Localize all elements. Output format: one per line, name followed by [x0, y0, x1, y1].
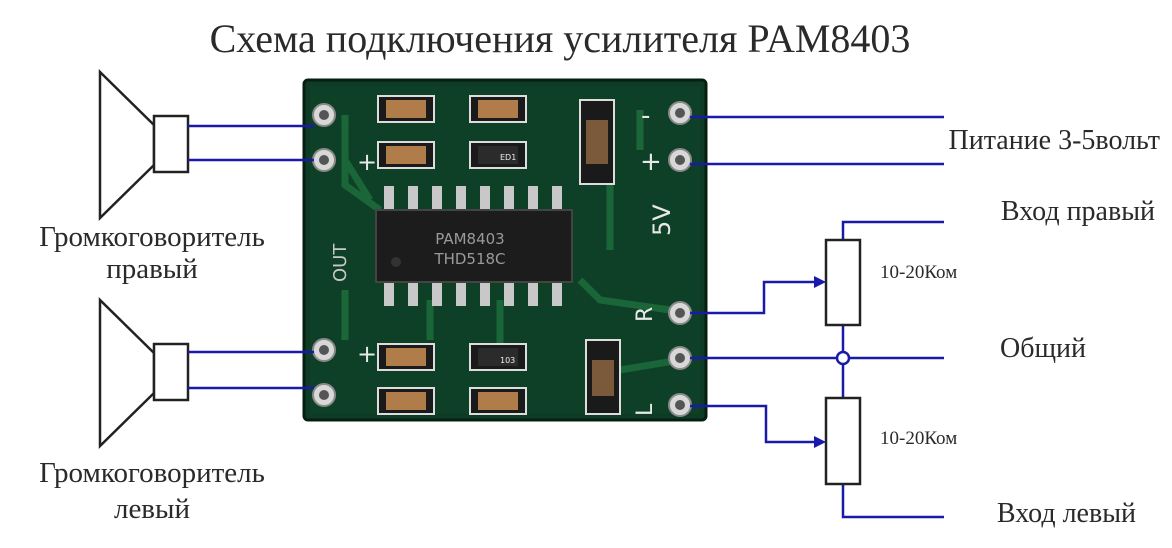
- label-resistor-bottom: 10-20Ком: [880, 428, 957, 449]
- resistor-bottom-icon: [824, 396, 862, 486]
- speaker-left-icon: [98, 297, 190, 449]
- smd-components-bottom: [377, 339, 621, 415]
- junction-node-icon: [835, 350, 851, 366]
- speaker-left-label-line2: левый: [114, 493, 190, 525]
- board-traces: [341, 110, 681, 374]
- chip-marking-line1: PAM8403: [435, 230, 504, 248]
- silk-minus-power: -: [641, 101, 650, 131]
- silk-5v: 5V: [648, 204, 676, 236]
- pads-right: [668, 101, 692, 417]
- silk-l: L: [633, 403, 658, 416]
- input-wires: [690, 115, 944, 519]
- wiper-arrow-right: [814, 276, 826, 288]
- chip-marking-line2: THD518C: [433, 250, 505, 268]
- ic-chip: [375, 186, 573, 306]
- cap-code-1: ED1: [500, 153, 516, 162]
- speaker-right-label-line1: Громкоговоритель: [39, 221, 265, 253]
- label-power: Питание 3-5вольт: [948, 125, 1160, 156]
- smd-components-top: [377, 95, 615, 185]
- pam8403-board: ED1 PAM8403 THD518C: [302, 78, 708, 422]
- silk-out: OUT: [330, 243, 351, 282]
- pads-left: [312, 103, 336, 407]
- speaker-right-icon: [98, 69, 190, 221]
- speaker-left-label-line1: Громкоговоритель: [39, 457, 265, 489]
- label-input-right: Вход правый: [1001, 196, 1155, 227]
- silk-r: R: [633, 307, 658, 322]
- label-input-left: Вход левый: [997, 498, 1136, 529]
- speaker-right-label-line2: правый: [106, 253, 198, 285]
- silk-plus-bottom: +: [357, 340, 377, 368]
- speaker-wires: [188, 124, 314, 390]
- label-resistor-top: 10-20Ком: [880, 262, 957, 283]
- cap-code-2: 103: [500, 356, 515, 365]
- wiper-arrow-left: [814, 436, 826, 448]
- silk-plus-power: +: [640, 147, 662, 177]
- silk-plus-top: +: [357, 148, 377, 176]
- resistor-top-icon: [824, 238, 862, 327]
- label-common: Общий: [1000, 333, 1086, 364]
- diagram-title: Схема подключения усилителя PAM8403: [210, 16, 911, 61]
